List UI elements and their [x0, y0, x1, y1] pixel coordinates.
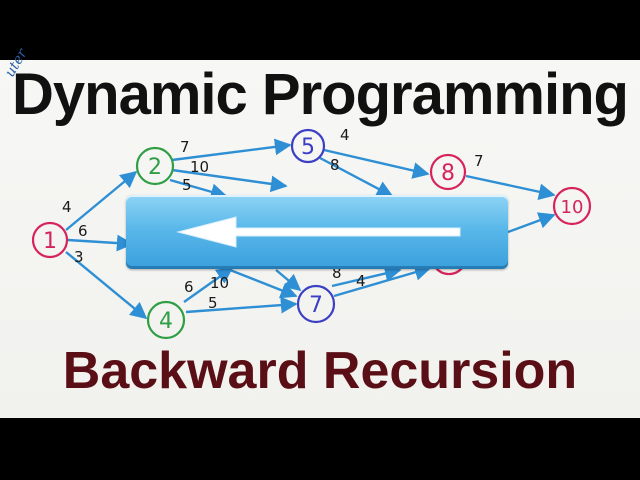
edge-9-10: [507, 212, 556, 234]
edge-weight: 10: [190, 158, 209, 176]
node-8: 8: [429, 153, 467, 191]
edge-8-10: [465, 174, 556, 201]
edge-weight: 7: [474, 152, 484, 170]
edge-weight: 5: [182, 176, 192, 194]
edge-6-7: [275, 269, 302, 292]
left-arrow-icon: [176, 216, 461, 248]
edge-weight: 5: [208, 294, 218, 312]
edge-weight: 3: [74, 248, 84, 266]
edge-1-4: [65, 251, 148, 320]
node-partial: [435, 267, 463, 276]
edge-2-6: [171, 168, 288, 193]
page-subtitle: Backward Recursion: [62, 342, 578, 400]
svg-text:2: 2: [148, 155, 162, 180]
edge-weight: 6: [184, 278, 194, 296]
svg-text:10: 10: [561, 197, 584, 218]
edge-5-9: [319, 156, 394, 198]
page-title: Dynamic Programming: [12, 62, 629, 127]
edge-2-5: [171, 138, 292, 162]
edge-7-9: [333, 264, 432, 298]
svg-text:5: 5: [301, 135, 315, 160]
node-2: 2: [135, 146, 175, 186]
node-4: 4: [146, 300, 186, 340]
svg-text:7: 7: [309, 293, 323, 318]
edge-weight: 8: [332, 264, 342, 282]
edge-weight: 7: [180, 138, 190, 156]
edge-1-2: [65, 170, 138, 231]
edge-weight: 8: [330, 156, 340, 174]
node-10: 10: [552, 186, 592, 226]
node-5: 5: [290, 128, 326, 164]
edge-7-9b: [331, 265, 402, 288]
node-7: 7: [296, 284, 336, 324]
node-1: 1: [31, 221, 69, 259]
edge-weight: 6: [78, 222, 88, 240]
edge-weight: 4: [62, 198, 72, 216]
edge-weight: 4: [356, 272, 366, 290]
edge-3-7: [229, 268, 298, 299]
svg-text:4: 4: [159, 309, 173, 334]
direction-banner: [126, 195, 508, 269]
edge-weight: 4: [340, 126, 350, 144]
edge-1-3: [67, 234, 134, 252]
edge-4-5: [183, 267, 234, 303]
edge-2-7: [169, 178, 228, 200]
edge-4-7: [185, 296, 298, 314]
edge-5-8: [323, 148, 430, 179]
svg-text:8: 8: [441, 161, 455, 186]
svg-text:1: 1: [43, 229, 57, 254]
edge-weight: 10: [210, 274, 229, 292]
